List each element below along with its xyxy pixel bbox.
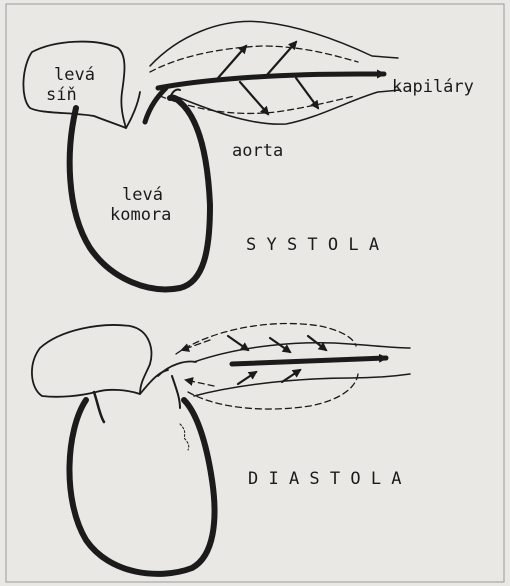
left-atrium-label-2: síň [46,85,77,105]
systole-branch-arrow [218,46,246,78]
diastole-main-flow-arrow [232,358,386,364]
diastole-inflow-arrow [238,372,256,384]
systole-main-flow-arrow [158,74,384,88]
diastole-valve-leaflet [140,370,168,394]
diastole-vessel-lower [194,374,410,396]
diastole-mitral-valve [94,392,104,422]
diastole-aorta-edge [158,362,196,376]
left-atrium-label-1: levá [54,65,95,85]
systole-branch-arrow [240,82,268,114]
diastole-ventricle-wall [69,400,214,574]
systole-phase-label: S Y S T O L A [246,235,379,255]
capillaries-label: kapiláry [392,77,474,97]
diastole-dashed-lower-arrow [186,380,214,386]
diastole-inflow-arrow [228,336,248,350]
systole-aorta-edge [145,88,166,122]
diastole-squiggle [180,424,189,450]
left-ventricle-label-1: levá [122,185,163,205]
systole-capillary-lower [175,90,400,124]
systole-mitral-valve [126,92,140,128]
systole-capillary-upper [150,21,398,66]
diastole-aortic-valve [172,376,180,408]
diastole-left-atrium [32,325,151,397]
systole-branch-arrow [296,78,318,108]
left-ventricle-label-2: komora [110,205,171,225]
diastole-phase-label: D I A S T O L A [248,469,402,489]
systole-dashed-upper [150,46,358,72]
diastole-dashed-upper-arrow [182,340,210,350]
diastole-diagram [32,324,410,574]
aorta-label: aorta [232,141,283,161]
diastole-dashed-upper [176,324,356,354]
